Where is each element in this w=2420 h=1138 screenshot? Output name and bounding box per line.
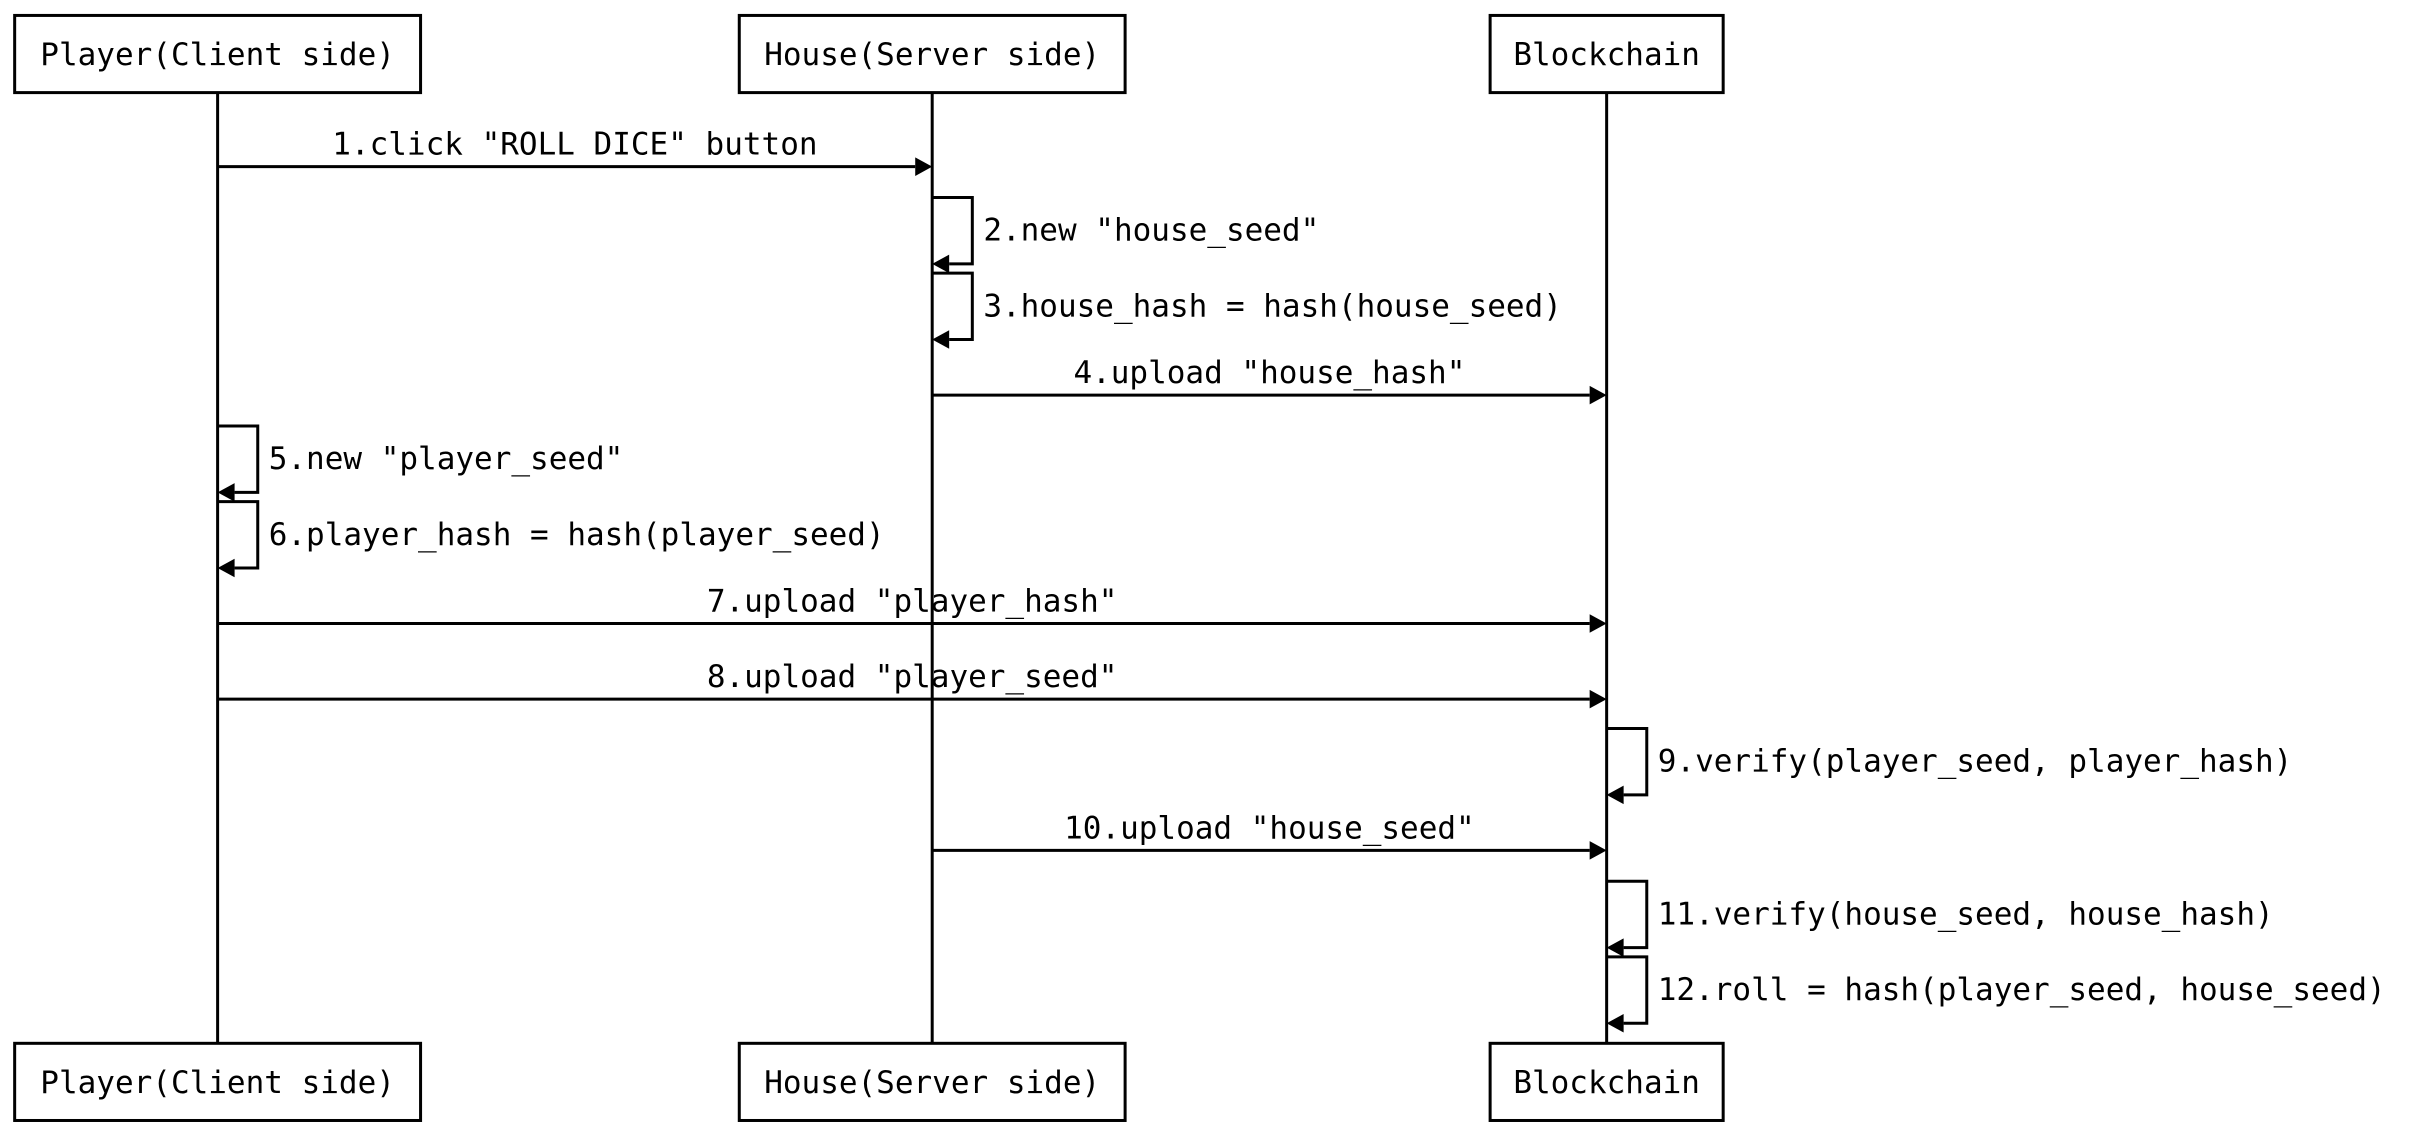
message-label: 5.new "player_seed" — [269, 441, 624, 477]
participant-box — [737, 13, 1127, 95]
arrow-head — [1589, 689, 1607, 709]
message-label: 8.upload "player_seed" — [707, 659, 1118, 695]
arrow-head — [1589, 841, 1607, 860]
message-label: 4.upload "house_hash" — [1073, 355, 1465, 391]
arrow-head — [1606, 938, 1624, 957]
participant-label: Player(Client side) — [40, 1065, 395, 1101]
participant-house-top: House(Server side) — [737, 13, 1127, 95]
message-label: 7.upload "player_hash" — [707, 584, 1118, 620]
message-1: 1.click "ROLL DICE" button — [217, 127, 933, 176]
participant-label: Blockchain — [1513, 1065, 1700, 1101]
message-label: 3.house_hash = hash(house_seed) — [983, 288, 1562, 324]
message-2: 2.new "house_seed" — [932, 196, 1319, 274]
arrow-head — [932, 330, 950, 349]
message-label: 1.click "ROLL DICE" button — [332, 127, 817, 163]
arrow-head — [1589, 385, 1607, 405]
participant-house-bottom: House(Server side) — [737, 1041, 1127, 1122]
message-7: 7.upload "player_hash" — [217, 584, 1607, 633]
self-arrow-line — [217, 500, 260, 570]
self-arrow-line — [1606, 726, 1649, 797]
self-arrow-line — [1606, 879, 1649, 950]
arrow-head — [1606, 1013, 1624, 1033]
self-arrow-line — [932, 196, 974, 266]
participant-label: House(Server side) — [764, 37, 1100, 73]
arrow-head — [915, 157, 933, 176]
message-label: 11.verify(house_seed, house_hash) — [1658, 896, 2274, 932]
participant-box — [13, 13, 423, 95]
message-6: 6.player_hash = hash(player_seed) — [217, 500, 885, 578]
participant-box — [737, 1041, 1127, 1122]
participant-label: House(Server side) — [764, 1065, 1100, 1101]
arrow-head — [932, 254, 950, 274]
message-10: 10.upload "house_seed" — [932, 810, 1607, 860]
message-label: 9.verify(player_seed, player_hash) — [1658, 744, 2293, 780]
participant-blockchain-top: Blockchain — [1488, 13, 1725, 95]
message-label: 6.player_hash = hash(player_seed) — [269, 517, 885, 553]
message-8: 8.upload "player_seed" — [217, 659, 1607, 709]
participant-player-top: Player(Client side) — [13, 13, 423, 95]
message-label: 10.upload "house_seed" — [1064, 810, 1475, 846]
message-5: 5.new "player_seed" — [217, 424, 624, 502]
participant-player-bottom: Player(Client side) — [13, 1041, 423, 1122]
arrow-head — [217, 483, 235, 502]
arrow-head — [1606, 785, 1624, 805]
message-label: 12.roll = hash(player_seed, house_seed) — [1658, 972, 2386, 1008]
participant-blockchain-bottom: Blockchain — [1488, 1041, 1725, 1122]
participant-box — [1488, 13, 1725, 95]
arrow-head — [217, 558, 235, 578]
message-12: 12.roll = hash(player_seed, house_seed) — [1606, 955, 2386, 1033]
message-11: 11.verify(house_seed, house_hash) — [1606, 879, 2274, 957]
message-9: 9.verify(player_seed, player_hash) — [1606, 726, 2293, 805]
self-arrow-line — [1606, 955, 1649, 1025]
arrow-head — [1589, 614, 1607, 633]
self-arrow-line — [217, 424, 260, 494]
participant-box — [13, 1041, 423, 1122]
participant-box — [1488, 1041, 1725, 1122]
message-3: 3.house_hash = hash(house_seed) — [932, 271, 1562, 349]
participant-label: Player(Client side) — [40, 37, 395, 73]
self-arrow-line — [932, 271, 974, 342]
participant-label: Blockchain — [1513, 37, 1700, 73]
message-4: 4.upload "house_hash" — [932, 355, 1607, 405]
message-label: 2.new "house_seed" — [983, 213, 1319, 249]
